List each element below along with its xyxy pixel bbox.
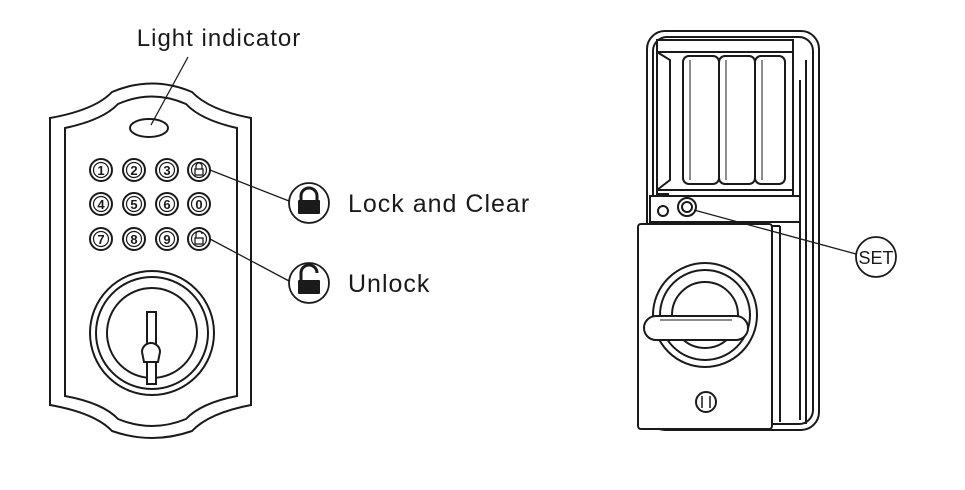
light-indicator-leader [150, 56, 189, 126]
key-4[interactable]: 4 [89, 192, 113, 216]
key-8-label: 8 [130, 232, 137, 247]
thumbturn-rosette-outer [652, 262, 758, 368]
key-1-label: 1 [97, 163, 104, 178]
battery-1 [682, 55, 720, 185]
front-view [49, 82, 252, 439]
battery-3 [754, 55, 786, 185]
back-view [637, 30, 820, 431]
key-lock[interactable] [187, 158, 211, 182]
key-lock-icon [194, 162, 204, 176]
keypad: 1 2 3 4 5 [89, 158, 211, 251]
set-label: SET [858, 248, 893, 268]
key-7[interactable]: 7 [89, 227, 113, 251]
set-button-outer[interactable] [677, 197, 697, 217]
keyway [140, 342, 162, 363]
key-unlock[interactable] [187, 227, 211, 251]
set-callout: SET [855, 236, 897, 278]
set-button-inner[interactable] [681, 201, 693, 213]
front-callouts [150, 56, 290, 282]
cylinder-middle-ring [95, 276, 209, 390]
unlock-callout [288, 262, 330, 304]
light-indicator-label: Light indicator [137, 25, 301, 52]
status-led [657, 205, 669, 217]
key-9[interactable]: 9 [155, 227, 179, 251]
light-indicator-window [129, 118, 169, 138]
padlock-open-icon [298, 263, 320, 294]
key-unlock-icon [194, 230, 204, 245]
set-leader [693, 209, 857, 255]
cylinder-outer-ring [89, 270, 215, 396]
key-9-label: 9 [163, 232, 170, 247]
key-3[interactable]: 3 [155, 158, 179, 182]
control-strip [649, 195, 801, 223]
thumbturn-handle[interactable] [643, 315, 749, 341]
padlock-closed-icon [298, 186, 320, 214]
screw-hole [695, 391, 717, 413]
lock-leader [209, 169, 290, 202]
front-outer-plate [49, 82, 252, 439]
unlock-leader [209, 238, 290, 282]
unlock-label: Unlock [348, 270, 430, 298]
lock-callout [288, 182, 330, 224]
key-2-label: 2 [130, 163, 137, 178]
key-3-label: 3 [163, 163, 170, 178]
key-4-label: 4 [97, 197, 105, 212]
key-5-label: 5 [130, 197, 137, 212]
key-2[interactable]: 2 [122, 158, 146, 182]
key-6[interactable]: 6 [155, 192, 179, 216]
key-8[interactable]: 8 [122, 227, 146, 251]
front-inner-plate [64, 95, 238, 427]
battery-2 [718, 55, 756, 185]
key-0-label: 0 [195, 197, 202, 212]
key-1[interactable]: 1 [89, 158, 113, 182]
set-mark [657, 193, 669, 197]
batteries [682, 55, 786, 185]
compartment-left-wall [656, 51, 671, 191]
key-5[interactable]: 5 [122, 192, 146, 216]
key-0[interactable]: 0 [187, 192, 211, 216]
lock-and-clear-label: Lock and Clear [348, 190, 530, 218]
key-6-label: 6 [163, 197, 170, 212]
key-7-label: 7 [97, 232, 104, 247]
